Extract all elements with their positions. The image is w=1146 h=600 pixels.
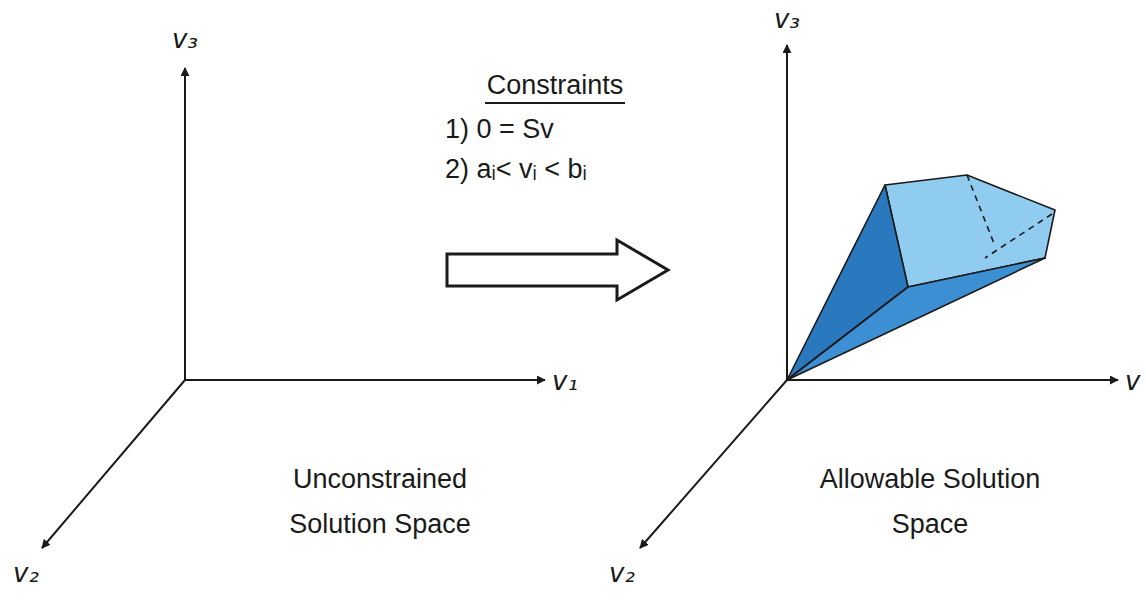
axis-label: v₂ xyxy=(609,559,635,589)
constraints-heading: Constraints xyxy=(485,70,626,104)
axis-label: v₁ xyxy=(552,367,578,397)
constraint-text: 2) aᵢ< vᵢ < bᵢ xyxy=(445,154,587,185)
axis-label: v₃ xyxy=(774,5,800,35)
axis-label: v₃ xyxy=(172,25,198,55)
panel-caption: Unconstrained Solution Space xyxy=(245,457,515,546)
axis-label: v xyxy=(1125,367,1140,397)
axis-label: v₂ xyxy=(13,559,39,589)
right-axes xyxy=(640,45,1118,548)
constraint-text: 1) 0 = Sv xyxy=(445,114,554,145)
polytope xyxy=(787,175,1055,380)
block-arrow xyxy=(447,240,668,300)
panel-caption: Allowable Solution Space xyxy=(795,457,1065,546)
